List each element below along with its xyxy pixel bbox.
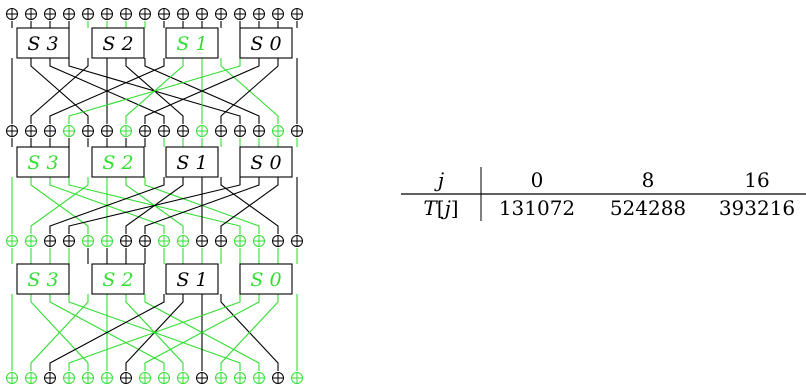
permutation-wire [144, 58, 260, 124]
lookup-table: j 0 8 16 T[j] 131072 524288 393216 [401, 167, 806, 221]
permutation-wire [30, 294, 89, 371]
sbox [91, 263, 145, 295]
sbox [16, 146, 70, 178]
sbox [91, 146, 145, 178]
permutation-wire [68, 177, 241, 234]
sbox [165, 146, 219, 178]
sbox-label: S 1 [176, 269, 207, 291]
sbox [239, 27, 293, 59]
permutation-wire [49, 294, 165, 371]
sbox-label: S 0 [250, 33, 281, 55]
permutation-wire [49, 177, 165, 234]
permutation-wire [30, 58, 89, 124]
table-cell-T-0: 131072 [499, 196, 575, 220]
table-header-j: j [434, 168, 444, 192]
sbox-label: S 3 [27, 33, 58, 55]
table-cell-T-2: 393216 [719, 196, 795, 220]
sbox-label: S 2 [102, 152, 133, 174]
sbox [165, 263, 219, 295]
sbox-label: S 3 [27, 152, 58, 174]
permutation-wire [220, 294, 279, 371]
sbox [239, 146, 293, 178]
permutation-wire [144, 177, 260, 234]
table-cell-T-1: 524288 [610, 196, 686, 220]
table-cell-j-0: 0 [531, 168, 544, 192]
sbox [165, 27, 219, 59]
sbox-label: S 0 [250, 269, 281, 291]
sbox [16, 263, 70, 295]
permutation-wire [68, 294, 241, 371]
table-cell-j-1: 8 [642, 168, 655, 192]
permutation-wire [220, 58, 279, 124]
sbox [91, 27, 145, 59]
sbox-label: S 2 [102, 33, 133, 55]
sbox [16, 27, 70, 59]
permutation-wire [49, 58, 165, 124]
table-header-T: T[j] [423, 196, 458, 220]
sbox-label: S 3 [27, 269, 58, 291]
permutation-wire [68, 58, 241, 124]
sbox-label: S 1 [176, 33, 207, 55]
sbox-label: S 1 [176, 152, 207, 174]
sbox-label: S 2 [102, 269, 133, 291]
permutation-wire [220, 177, 279, 234]
permutation-wire [144, 294, 260, 371]
sbox [239, 263, 293, 295]
spn-cipher-diagram: S 3 S 2 S 1 S 0 S 3 S 2 S 1 S 0 S 3 S 2 S 1 S 0 [6, 8, 303, 384]
table-cell-j-2: 16 [744, 168, 769, 192]
permutation-wire [30, 177, 89, 234]
sbox-label: S 0 [250, 152, 281, 174]
